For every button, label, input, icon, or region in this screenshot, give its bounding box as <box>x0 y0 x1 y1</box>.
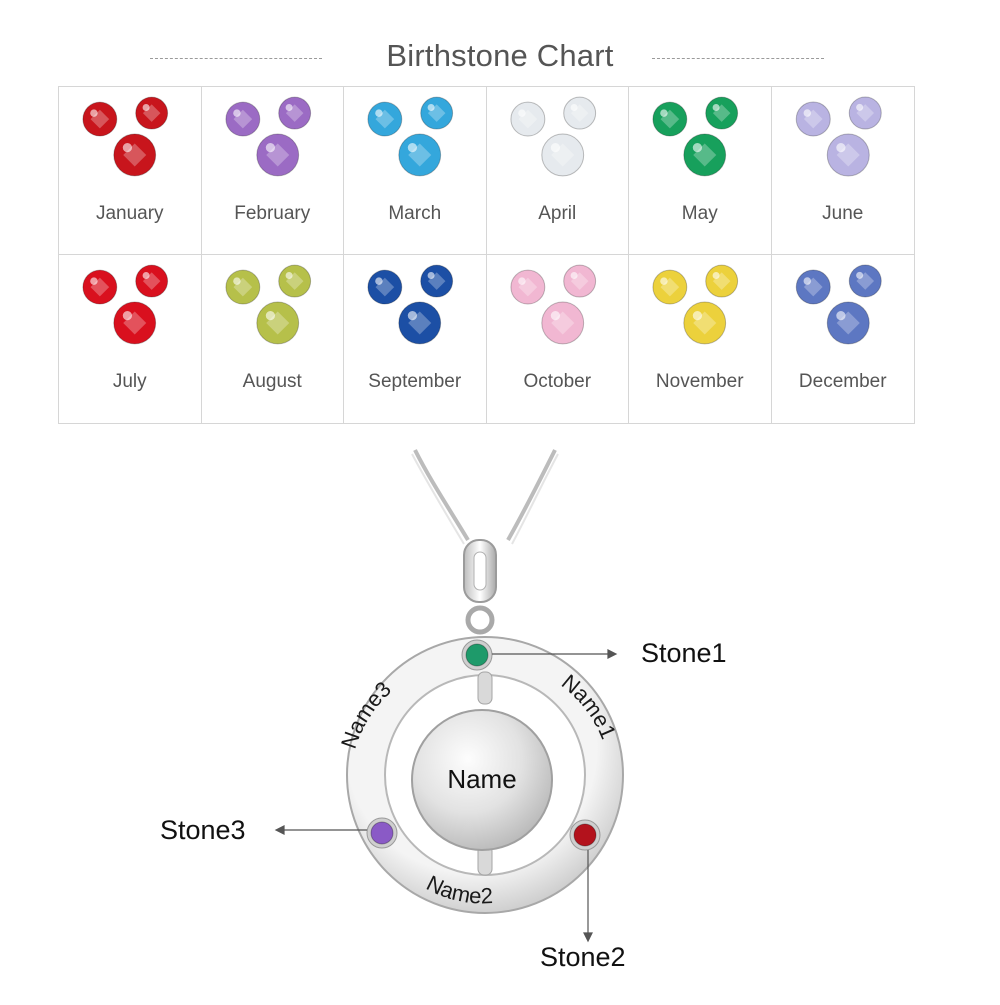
stone2-setting <box>569 819 601 851</box>
month-cell-july: July <box>59 255 202 423</box>
month-cell-october: October <box>487 255 629 423</box>
jump-ring <box>465 605 495 635</box>
gem-icon <box>420 96 454 130</box>
gem-icon <box>509 101 545 137</box>
stone1-setting <box>461 639 493 671</box>
month-cell-february: February <box>201 87 344 255</box>
gem-icon <box>135 96 169 130</box>
gem-icon <box>82 269 118 305</box>
chart-header: Birthstone Chart <box>0 30 1000 86</box>
month-label: February <box>234 203 311 224</box>
gem-icon <box>848 96 882 130</box>
birthstone-gems <box>367 96 454 177</box>
gem-icon <box>367 269 403 305</box>
birthstone-gems <box>652 96 739 177</box>
stone1-gem <box>465 643 489 667</box>
stone2-label: Stone2 <box>540 942 626 972</box>
birthstone-gems <box>795 96 882 177</box>
month-label: October <box>523 371 592 392</box>
gem-icon <box>705 264 739 298</box>
top-connector <box>477 671 493 705</box>
gem-icon <box>652 269 688 305</box>
gem-icon <box>135 264 169 298</box>
month-cell-march: March <box>344 87 487 255</box>
birthstone-gems <box>367 264 454 345</box>
gem-icon <box>562 96 596 130</box>
month-cell-june: June <box>771 87 914 255</box>
month-label: August <box>242 371 302 392</box>
necklace-svg: Name Name1 Name3 Name2 <box>274 449 624 943</box>
birthstone-gems <box>795 264 882 345</box>
gem-icon <box>113 301 157 345</box>
chart-title: Birthstone Chart <box>386 38 614 73</box>
gem-icon <box>113 133 157 177</box>
gem-icon <box>795 269 831 305</box>
gem-icon <box>255 301 299 345</box>
birthstone-gems <box>82 264 169 345</box>
gem-icon <box>255 133 299 177</box>
gem-icon <box>848 264 882 298</box>
center-name: Name <box>447 764 516 794</box>
gem-icon <box>540 301 584 345</box>
gem-icon <box>398 301 442 345</box>
gem-icon <box>652 101 688 137</box>
title-divider-left <box>150 58 322 59</box>
month-label: September <box>368 371 462 392</box>
gem-icon <box>277 264 311 298</box>
gem-icon <box>367 101 403 137</box>
birthstone-gems <box>509 96 596 177</box>
gem-icon <box>683 301 727 345</box>
month-label: November <box>655 371 744 392</box>
gem-icon <box>795 101 831 137</box>
center-disc <box>411 709 553 851</box>
gem-icon <box>420 264 454 298</box>
gem-icon <box>540 133 584 177</box>
month-label: April <box>538 203 577 224</box>
necklace-chain <box>411 449 559 545</box>
stone1-label: Stone1 <box>641 638 727 668</box>
gem-icon <box>826 301 870 345</box>
gem-icon <box>705 96 739 130</box>
title-divider-right <box>652 58 824 59</box>
month-label: July <box>112 371 147 392</box>
month-cell-november: November <box>629 255 772 423</box>
pendant-illustration: Name Name1 Name3 Name2 <box>0 440 1000 1000</box>
month-label: January <box>95 203 164 224</box>
birthstone-gems <box>652 264 739 345</box>
birthstone-gems <box>224 264 311 345</box>
month-cell-april: April <box>486 87 629 255</box>
month-label: March <box>388 203 442 224</box>
gem-icon <box>82 101 118 137</box>
stone2-gem <box>573 823 597 847</box>
gem-icon <box>826 133 870 177</box>
month-label: December <box>798 371 887 392</box>
gem-icon <box>224 101 260 137</box>
month-cell-may: May <box>629 87 772 255</box>
month-cell-december: December <box>772 255 915 423</box>
stone3-gem <box>370 821 394 845</box>
gem-icon <box>509 269 545 305</box>
month-cell-august: August <box>202 255 344 423</box>
month-label: June <box>822 203 864 224</box>
birthstone-gems <box>224 96 311 177</box>
gem-icon <box>277 96 311 130</box>
month-label: May <box>681 203 718 224</box>
stone3-setting <box>366 817 398 849</box>
month-cell-january: January <box>59 87 202 255</box>
month-cell-september: September <box>344 255 487 423</box>
birthstone-gems <box>82 96 169 177</box>
gem-icon <box>683 133 727 177</box>
gem-icon <box>224 269 260 305</box>
gem-icon <box>398 133 442 177</box>
gem-icon <box>562 264 596 298</box>
stone3-label: Stone3 <box>160 815 246 845</box>
birthstone-gems <box>509 264 596 345</box>
